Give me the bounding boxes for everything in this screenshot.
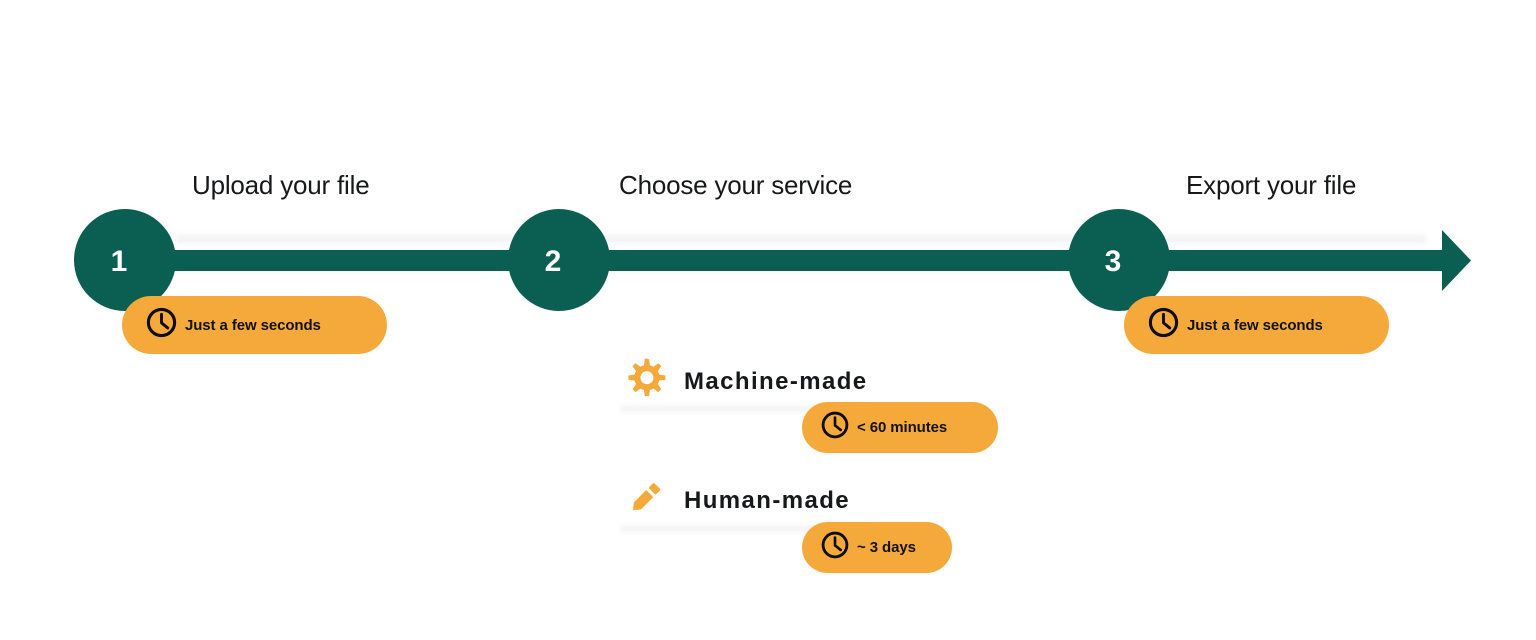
service-human-made-label: Human-made [684, 486, 851, 514]
clock-icon [820, 530, 850, 565]
gear-icon [624, 358, 666, 405]
service-machine-made-label: Machine-made [684, 367, 868, 395]
step-1-duration-badge: Just a few seconds [122, 296, 387, 354]
service-machine-made: Machine-made [624, 358, 868, 405]
arrow-right-icon [1414, 229, 1472, 292]
step-number-2: 2 [544, 245, 562, 278]
step-circle-2: 2 [508, 209, 610, 311]
clock-icon [145, 306, 178, 344]
step-title-2: Choose your service [619, 170, 853, 200]
step-circle-3: 3 [1068, 209, 1170, 311]
step-number-1: 1 [110, 245, 128, 278]
machine-made-duration-label: < 60 minutes [857, 419, 948, 436]
timeline-axis-shadow [176, 232, 1426, 246]
human-made-duration-badge: ~ 3 days [802, 522, 952, 573]
step-3-duration-badge: Just a few seconds [1124, 296, 1389, 354]
step-title-1: Upload your file [192, 170, 370, 200]
step-number-3: 3 [1104, 245, 1122, 278]
step-title-3: Export your file [1186, 170, 1357, 200]
step-3-duration-label: Just a few seconds [1187, 316, 1323, 334]
machine-made-duration-badge: < 60 minutes [802, 402, 998, 453]
timeline-axis-line [76, 250, 1428, 271]
pencil-icon [624, 477, 666, 524]
clock-icon [1147, 306, 1180, 344]
step-circle-1: 1 [74, 209, 176, 311]
clock-icon [820, 410, 850, 445]
human-made-duration-label: ~ 3 days [857, 539, 916, 556]
step-1-duration-label: Just a few seconds [185, 316, 321, 334]
service-human-made: Human-made [624, 477, 850, 524]
